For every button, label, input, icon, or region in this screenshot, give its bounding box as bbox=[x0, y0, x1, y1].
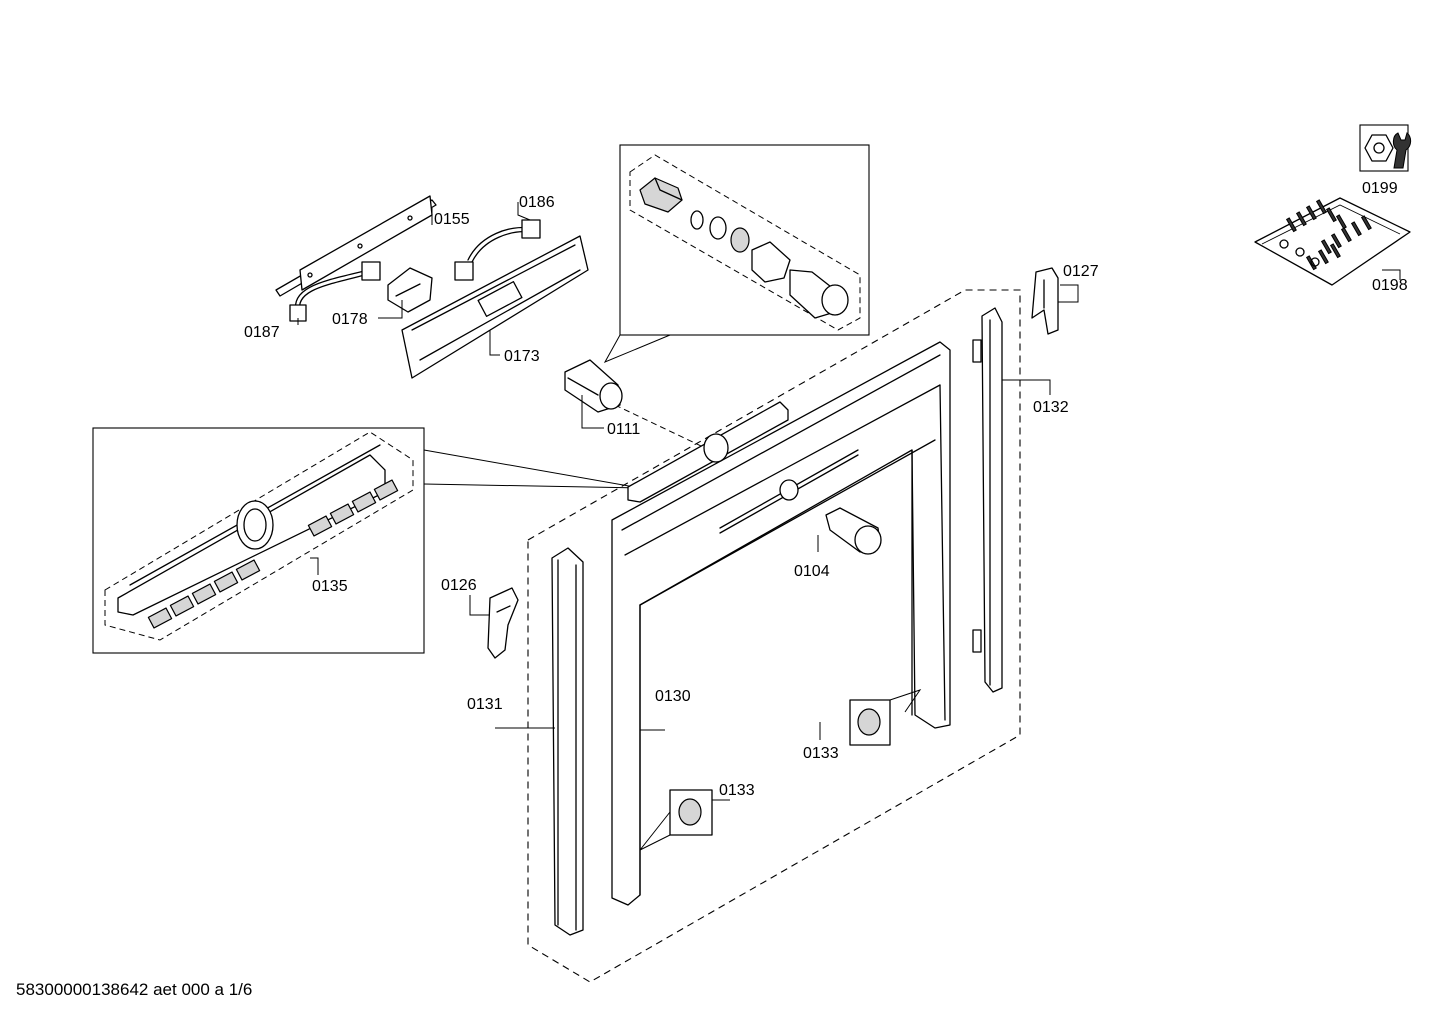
label-0104: 0104 bbox=[794, 563, 830, 580]
label-0126: 0126 bbox=[441, 577, 477, 594]
label-0130: 0130 bbox=[655, 688, 691, 705]
part-0132-rail bbox=[972, 307, 1003, 693]
part-0131-rail bbox=[551, 547, 584, 936]
part-0186-cable bbox=[454, 219, 541, 281]
part-0126-bracket bbox=[487, 587, 519, 659]
part-0133-cap-left bbox=[669, 789, 713, 836]
label-0111: 0111 bbox=[607, 421, 640, 438]
detail-box-buttons bbox=[92, 427, 425, 654]
detail-box-knob-leader bbox=[603, 334, 671, 364]
document-footer-code: 58300000138642 aet 000 a 1/6 bbox=[16, 980, 253, 999]
part-main-panel bbox=[611, 341, 951, 906]
part-0173-pcb bbox=[401, 235, 589, 379]
label-0132: 0132 bbox=[1033, 399, 1069, 416]
label-0133-left: 0133 bbox=[719, 782, 755, 799]
label-0198: 0198 bbox=[1372, 277, 1408, 294]
label-0133-right: 0133 bbox=[803, 745, 839, 762]
label-0127: 0127 bbox=[1063, 263, 1099, 280]
label-0131: 0131 bbox=[467, 696, 503, 713]
label-0178: 0178 bbox=[332, 311, 368, 328]
label-0187: 0187 bbox=[244, 324, 280, 341]
part-0104-knob bbox=[825, 507, 882, 555]
wrench-nut-icon bbox=[1359, 124, 1412, 172]
label-0155: 0155 bbox=[434, 211, 470, 228]
label-0199: 0199 bbox=[1362, 180, 1398, 197]
label-0186: 0186 bbox=[519, 194, 555, 211]
label-0173: 0173 bbox=[504, 348, 540, 365]
label-0135: 0135 bbox=[312, 578, 348, 595]
detail-box-knob bbox=[619, 144, 870, 336]
part-0111-knob bbox=[564, 359, 623, 413]
part-0178-switch bbox=[387, 267, 433, 313]
part-0133-cap-right bbox=[849, 699, 891, 746]
screw-bag-icon bbox=[1254, 197, 1411, 286]
part-0155-bracket bbox=[275, 195, 437, 297]
part-0127-bracket bbox=[1031, 267, 1059, 335]
leader-lines bbox=[297, 202, 1401, 801]
